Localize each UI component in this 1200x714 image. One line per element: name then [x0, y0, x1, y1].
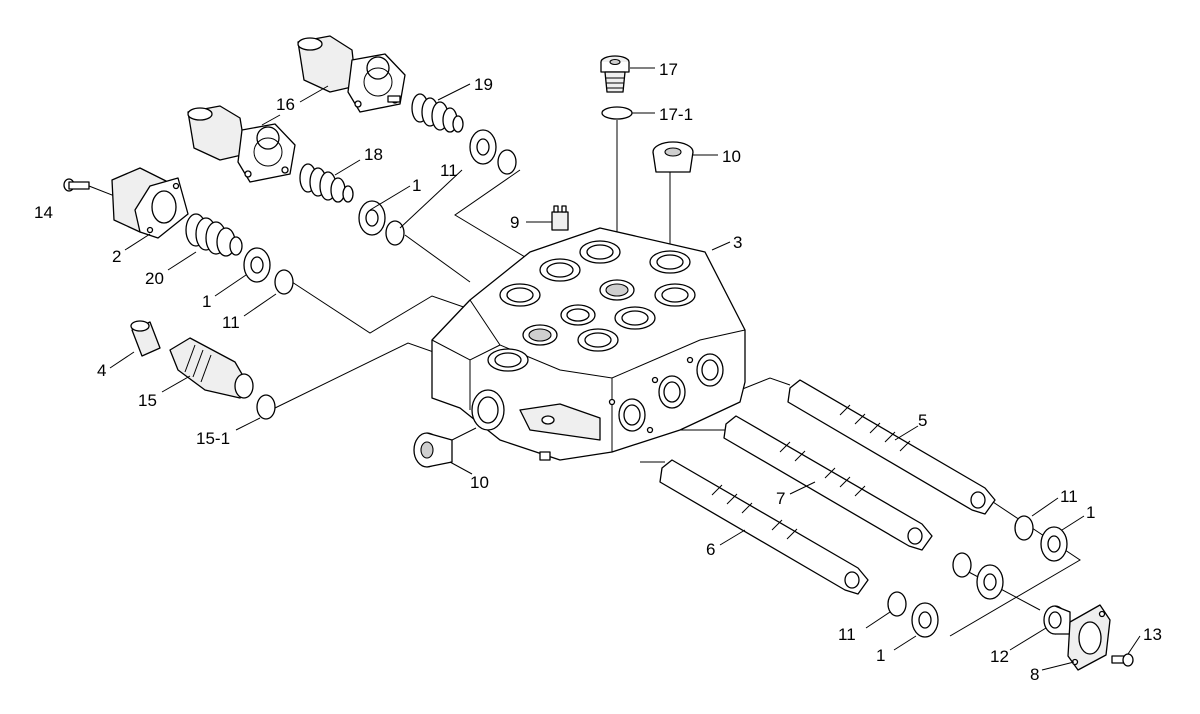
label-19: 19 — [474, 75, 493, 94]
part-15-relief-valve — [169, 337, 254, 399]
label-1-right-top: 1 — [1086, 503, 1095, 522]
part-19-spring — [411, 93, 464, 133]
label-2: 2 — [112, 247, 121, 266]
callout-labels: 17 17-1 10 19 16 18 1 11 14 9 3 2 20 1 1… — [34, 60, 1162, 684]
part-5-spool — [787, 379, 996, 515]
label-1-upper: 1 — [412, 176, 421, 195]
label-11-upper: 11 — [440, 161, 458, 180]
part-20-spring — [185, 213, 243, 257]
part-7-spool — [723, 415, 933, 551]
part-16-actuator-lower — [187, 105, 296, 183]
part-11-oring-mid — [385, 220, 405, 246]
part-9-fitting — [551, 205, 569, 231]
label-11-right-bottom: 11 — [838, 625, 856, 644]
part-11-oring-left — [274, 269, 294, 295]
part-1-washer-left — [243, 247, 271, 283]
label-16: 16 — [276, 95, 295, 114]
part-17-plug — [600, 55, 630, 93]
label-11-left: 11 — [222, 313, 240, 332]
part-4-sleeve — [130, 320, 161, 357]
label-10-upper: 10 — [722, 147, 741, 166]
spool-bores — [608, 353, 724, 434]
part-11-oring-upper — [497, 149, 517, 175]
part-1-washer-upper — [469, 129, 497, 165]
label-12: 12 — [990, 647, 1009, 666]
label-4: 4 — [97, 361, 106, 380]
part-16-actuator-upper — [297, 35, 406, 113]
label-15: 15 — [138, 391, 157, 410]
part-6-spool — [659, 459, 869, 595]
label-5: 5 — [918, 411, 927, 430]
part-11-oring-right-top — [1014, 515, 1034, 541]
part-1-washer-mid — [358, 200, 386, 236]
label-20: 20 — [145, 269, 164, 288]
part-13-bolt — [1111, 653, 1134, 667]
label-17: 17 — [659, 60, 678, 79]
part-1-washer-right-mid — [976, 564, 1004, 600]
label-7: 7 — [776, 489, 785, 508]
part-14-bolt — [63, 178, 90, 192]
part-8-end-cover — [1067, 604, 1111, 671]
label-15-1: 15-1 — [196, 429, 230, 448]
part-11-oring-right-bottom — [887, 591, 907, 617]
label-3: 3 — [733, 233, 742, 252]
valve-block — [431, 227, 746, 461]
part-17-1-oring — [601, 106, 633, 120]
label-10-lower: 10 — [470, 473, 489, 492]
part-18-spring — [299, 163, 354, 203]
label-9: 9 — [510, 213, 519, 232]
part-10-plug-upper — [652, 141, 694, 173]
label-6: 6 — [706, 540, 715, 559]
callout-leaders — [109, 67, 1141, 671]
part-11-oring-right-mid — [952, 552, 972, 578]
part-15-1-oring — [256, 394, 276, 420]
label-8: 8 — [1030, 665, 1039, 684]
label-13: 13 — [1143, 625, 1162, 644]
part-2-cover — [111, 167, 189, 239]
label-1-left: 1 — [202, 292, 211, 311]
part-10-plug-lower — [413, 432, 453, 468]
label-14: 14 — [34, 203, 53, 222]
label-1-right-bottom: 1 — [876, 646, 885, 665]
part-1-washer-right-top — [1040, 526, 1068, 562]
block-ports — [487, 240, 696, 372]
part-12-bushing — [1043, 605, 1071, 635]
part-1-washer-right-bottom — [911, 602, 939, 638]
label-17-1: 17-1 — [659, 105, 693, 124]
label-11-right-top: 11 — [1060, 487, 1078, 506]
label-18: 18 — [364, 145, 383, 164]
